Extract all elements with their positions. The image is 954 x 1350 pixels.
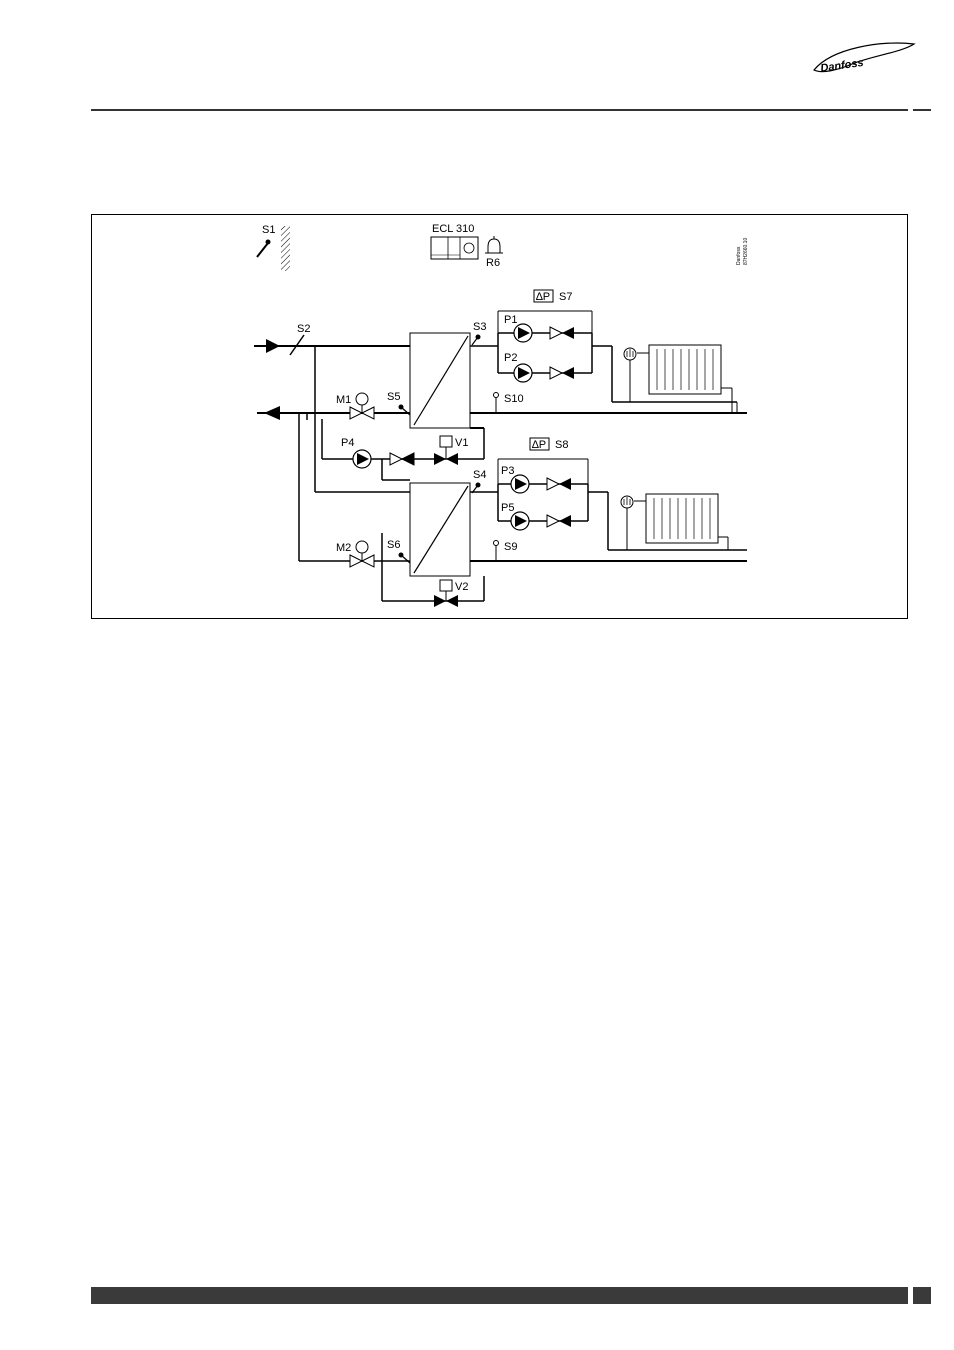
system-diagram: S1 ECL 310 R6 Danfoss 87H2660.10 S2 bbox=[91, 214, 908, 619]
outdoor-sensor-s1: S1 bbox=[257, 224, 290, 271]
check-valve-p2 bbox=[550, 367, 574, 379]
check-valve-p5 bbox=[547, 515, 571, 527]
label-p2: P2 bbox=[504, 352, 517, 364]
check-valve-p4 bbox=[390, 453, 414, 465]
label-s8: S8 bbox=[555, 439, 568, 451]
secondary-return-1 bbox=[470, 413, 747, 428]
label-p5: P5 bbox=[501, 502, 514, 514]
dp-symbol-1: ∆P bbox=[536, 291, 550, 303]
pump-p5: P5 bbox=[501, 502, 529, 530]
danfoss-logo: Danfoss bbox=[812, 34, 916, 80]
pump-p3: P3 bbox=[501, 465, 529, 493]
label-s7: S7 bbox=[559, 291, 572, 303]
footer-bar bbox=[91, 1287, 908, 1304]
sensor-s10: S10 bbox=[494, 393, 524, 414]
label-p3: P3 bbox=[501, 465, 514, 477]
label-m2: M2 bbox=[336, 542, 351, 554]
drawing-code: Danfoss 87H2660.10 bbox=[736, 238, 749, 265]
header-rule-tab bbox=[913, 109, 931, 111]
radiator-1 bbox=[624, 345, 737, 413]
label-r6: R6 bbox=[486, 257, 500, 269]
controller-ecl310: ECL 310 bbox=[431, 223, 478, 259]
controller-label: ECL 310 bbox=[432, 223, 474, 235]
label-s3: S3 bbox=[473, 321, 486, 333]
diff-pressure-s8: ∆P S8 bbox=[498, 438, 588, 484]
label-s5: S5 bbox=[387, 391, 400, 403]
label-s4: S4 bbox=[473, 469, 486, 481]
pump-p4: P4 bbox=[341, 437, 371, 468]
drawing-code-brand: Danfoss bbox=[736, 246, 742, 265]
motor-valve-m2: M2 bbox=[336, 541, 374, 567]
pump-p1: P1 bbox=[504, 314, 532, 342]
drawing-code-number: 87H2660.10 bbox=[743, 238, 749, 265]
label-p4: P4 bbox=[341, 437, 354, 449]
pump-p2: P2 bbox=[504, 352, 532, 382]
heat-exchanger-1: S3 S5 bbox=[387, 321, 486, 428]
radiator-2 bbox=[621, 494, 728, 550]
check-valve-p1 bbox=[550, 327, 574, 339]
header-rule bbox=[91, 109, 908, 111]
diff-pressure-s7: ∆P S7 bbox=[498, 290, 592, 333]
sensor-s9: S9 bbox=[494, 541, 518, 562]
alarm-bell-icon: R6 bbox=[485, 236, 503, 269]
motor-valve-m1: M1 bbox=[336, 393, 374, 419]
label-s6: S6 bbox=[387, 539, 400, 551]
heat-exchanger-2: S4 S6 bbox=[387, 469, 486, 576]
footer-page-tab bbox=[913, 1287, 931, 1304]
label-m1: M1 bbox=[336, 394, 351, 406]
label-p1: P1 bbox=[504, 314, 517, 326]
label-v2: V2 bbox=[455, 581, 468, 593]
primary-supply: S2 bbox=[254, 323, 410, 355]
valve-v1: V1 bbox=[434, 436, 468, 465]
valve-v2: V2 bbox=[434, 580, 468, 607]
label-s2: S2 bbox=[297, 323, 310, 335]
dp-symbol-2: ∆P bbox=[532, 439, 546, 451]
label-s10: S10 bbox=[504, 393, 524, 405]
label-s9: S9 bbox=[504, 541, 517, 553]
check-valve-p3 bbox=[547, 478, 571, 490]
label-s1: S1 bbox=[262, 224, 275, 236]
heating-schematic: S1 ECL 310 R6 Danfoss 87H2660.10 S2 bbox=[92, 215, 909, 620]
primary-return bbox=[257, 406, 410, 420]
label-v1: V1 bbox=[455, 437, 468, 449]
